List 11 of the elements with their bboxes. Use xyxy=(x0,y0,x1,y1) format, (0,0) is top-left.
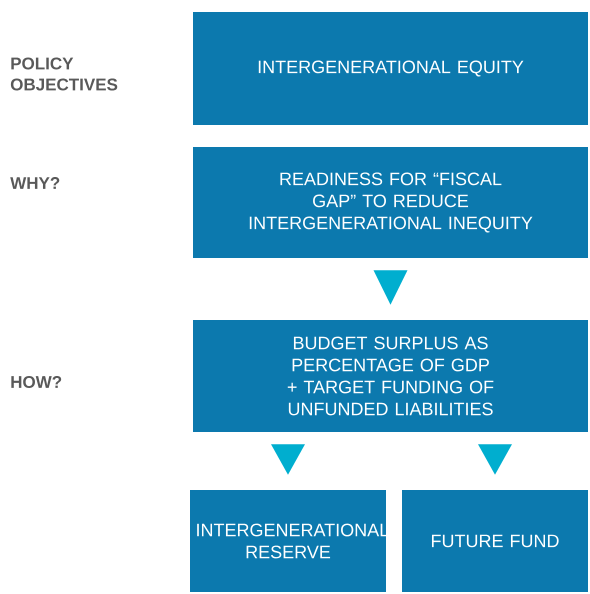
process-box: INTERGENERATIONAL RESERVE xyxy=(190,490,389,592)
process-box: BUDGET SURPLUS AS PERCENTAGE OF GDP + TARGET FUNDING OF UNFUNDED LIABILITIES xyxy=(193,320,588,432)
arrow xyxy=(271,444,305,475)
row-label: HOW? xyxy=(11,376,62,388)
row-label: POLICY OBJECTIVES xyxy=(10,57,118,91)
process-box: FUTURE FUND xyxy=(402,490,588,592)
arrow xyxy=(374,270,408,305)
arrow xyxy=(478,444,512,475)
process-box: INTERGENERATIONAL EQUITY xyxy=(193,12,588,125)
process-box: READINESS FOR “FISCAL GAP” TO REDUCE INTERGENERATIONAL INEQUITY xyxy=(193,147,588,258)
row-label: WHY? xyxy=(10,177,60,189)
